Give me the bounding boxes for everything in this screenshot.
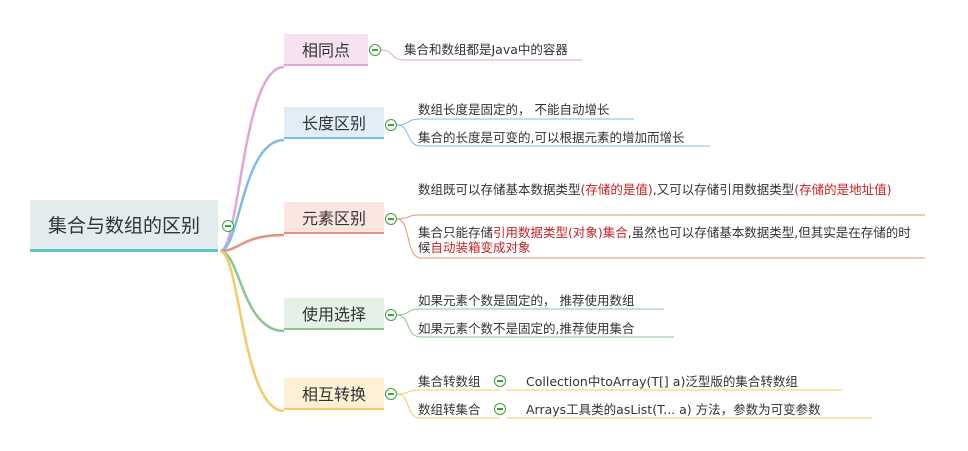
branch-node-length[interactable]: 长度区别 [284,107,384,139]
leaf-text-highlight: (存储的是地址值) [794,182,892,197]
branch-node-usage[interactable]: 使用选择 [284,298,384,330]
leaf-text: 集合和数组都是Java中的容器 [404,42,568,57]
branch-collapse-icon[interactable] [369,44,381,56]
branch-collapse-icon[interactable] [385,119,397,131]
leaf-node[interactable]: 数组长度是固定的， 不能自动增长 [414,102,634,117]
leaf-text-highlight: (存储的是值) [580,182,653,197]
branch-node-similarity[interactable]: 相同点 [284,34,368,66]
leaf-node[interactable]: 如果元素个数是固定的， 推荐使用数组 [414,293,664,308]
branch-collapse-icon[interactable] [385,213,397,225]
root-collapse-icon[interactable] [222,220,234,232]
leaf-connector [396,314,674,338]
leaf-text: 数组转集合 [418,402,481,417]
leaf-node[interactable]: 集合只能存储引用数据类型(对象)集合,虽然也可以存储基本数据类型,但其实是在存储… [414,225,926,255]
root-node[interactable]: 集合与数组的区别 [30,200,218,252]
leaf-node[interactable]: 集合转数组 [414,374,500,389]
branch-collapse-icon[interactable] [385,309,397,321]
leaf-text-highlight: 自动装箱变成对象 [430,240,531,255]
leaf-collapse-icon[interactable] [494,403,506,415]
branch-label: 长度区别 [301,114,366,133]
leaf-node[interactable]: 集合和数组都是Java中的容器 [400,42,580,57]
branch-collapse-icon[interactable] [385,388,397,400]
branch-label: 使用选择 [301,305,366,324]
branch-connector [219,138,285,253]
leaf-text: 数组长度是固定的， 不能自动增长 [418,102,610,117]
leaf-connector [380,49,582,61]
leaf-connector [396,214,925,220]
leaf-connector [396,393,500,419]
leaf-detail-text: Arrays工具类的asList(T... a) 方法，参数为可变参数 [526,402,821,417]
branch-connector [219,65,285,253]
leaf-text: 如果元素个数是固定的， 推荐使用数组 [418,293,635,308]
leaf-connector [396,124,710,147]
leaf-text: 如果元素个数不是固定的,推荐使用集合 [418,321,635,336]
branch-label: 元素区别 [301,209,366,228]
branch-node-conversion[interactable]: 相互转换 [284,378,384,410]
leaf-node[interactable]: 如果元素个数不是固定的,推荐使用集合 [414,321,674,336]
leaf-text-part: 数组既可以存储基本数据类型 [418,182,581,197]
leaf-text-highlight: 引用数据类型(对象)集合 [493,225,628,240]
leaf-text-part: ,又可以存储引用数据类型 [652,182,795,197]
leaf-collapse-icon[interactable] [494,375,506,387]
branch-connector [219,249,285,333]
leaf-connector [396,118,634,126]
branch-label: 相互转换 [301,385,366,404]
leaf-detail-text: Collection中toArray(T[] a)泛型版的集合转数组 [526,374,798,389]
leaf-node[interactable]: 集合的长度是可变的,可以根据元素的增加而增长 [414,130,714,145]
leaf-connector [396,218,925,259]
branch-connector [219,249,285,413]
branch-node-elements[interactable]: 元素区别 [284,202,384,234]
leaf-connector [396,389,500,395]
leaf-text: 集合转数组 [418,374,481,389]
leaf-text-part: ,虽然也可以存储基本数据类型,但其实是在存储的时候 [418,225,911,255]
leaf-node[interactable]: 数组既可以存储基本数据类型(存储的是值),又可以存储引用数据类型(存储的是地址值… [414,182,926,197]
branch-connector [219,233,285,253]
leaf-text-part: 集合只能存储 [418,225,494,240]
leaf-detail-node[interactable]: Arrays工具类的asList(T... a) 方法，参数为可变参数 [522,402,872,417]
root-node-label: 集合与数组的区别 [47,215,200,237]
branch-label: 相同点 [301,41,350,60]
leaf-node[interactable]: 数组转集合 [414,402,500,417]
leaf-text: 集合的长度是可变的,可以根据元素的增加而增长 [418,130,685,145]
leaf-connector [396,308,664,316]
leaf-detail-node[interactable]: Collection中toArray(T[] a)泛型版的集合转数组 [522,374,842,389]
